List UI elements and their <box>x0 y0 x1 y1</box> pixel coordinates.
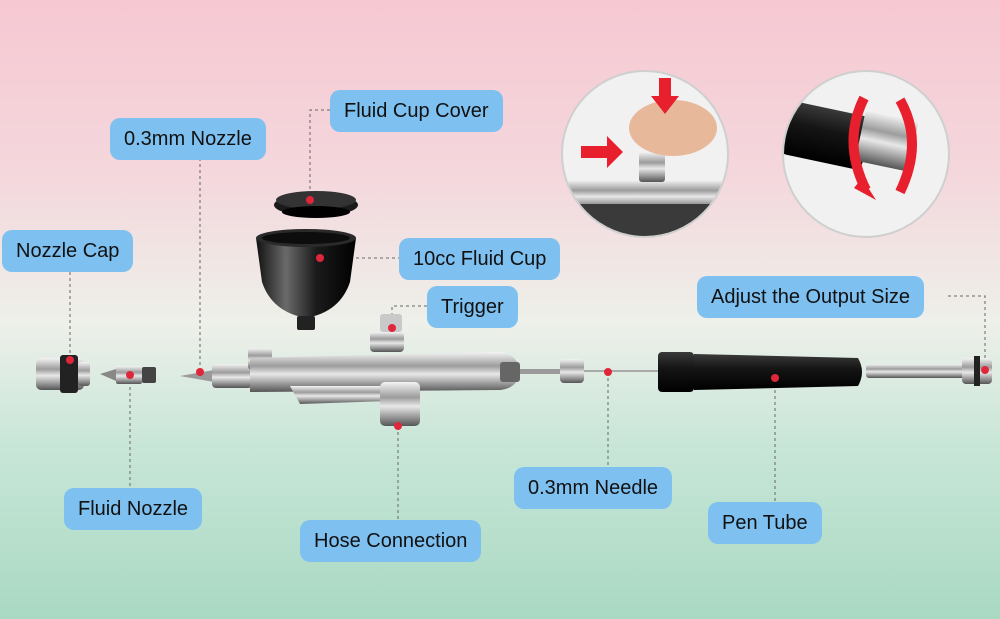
label-fluid-nozzle: Fluid Nozzle <box>64 488 203 530</box>
adjust-screw-part <box>866 356 992 386</box>
dot-pen-tube <box>771 374 779 382</box>
label-03mm-needle: 0.3mm Needle <box>514 467 673 509</box>
label-adjust-output-size: Adjust the Output Size <box>697 276 925 318</box>
dot-hose <box>394 422 402 430</box>
trigger-zoom-circle <box>561 70 729 238</box>
marker-dots <box>66 196 989 430</box>
airbrush-body-part <box>180 314 520 426</box>
label-pen-tube: Pen Tube <box>708 502 822 544</box>
label-fluid-cup-cover: Fluid Cup Cover <box>330 90 503 132</box>
dot-needle <box>604 368 612 376</box>
leader-cup-cover <box>309 109 330 200</box>
trigger-zoom-illustration <box>563 78 727 236</box>
dot-cup-cover <box>306 196 314 204</box>
label-trigger: Trigger <box>427 286 518 328</box>
arrow-right-icon <box>581 136 623 168</box>
dot-fluid-nozzle <box>126 371 134 379</box>
needle-part <box>520 359 660 383</box>
dot-nozzle-cap <box>66 356 74 364</box>
leader-adjust <box>948 295 986 370</box>
label-10cc-fluid-cup: 10cc Fluid Cup <box>399 238 561 280</box>
cup-cover-part <box>274 191 358 218</box>
label-nozzle-cap: Nozzle Cap <box>2 230 134 272</box>
label-hose-connection: Hose Connection <box>300 520 482 562</box>
adjust-zoom-illustration <box>784 95 918 200</box>
label-03mm-nozzle: 0.3mm Nozzle <box>110 118 266 160</box>
nozzle-cap-part <box>36 355 90 393</box>
arrow-down-icon <box>651 78 679 114</box>
dot-trigger <box>388 324 396 332</box>
dot-fluid-cup <box>316 254 324 262</box>
fluid-cup-part <box>256 229 356 330</box>
dot-nozzle <box>196 368 204 376</box>
adjust-zoom-circle <box>782 70 950 238</box>
dot-adjust <box>981 366 989 374</box>
pen-tube-part <box>658 352 862 392</box>
